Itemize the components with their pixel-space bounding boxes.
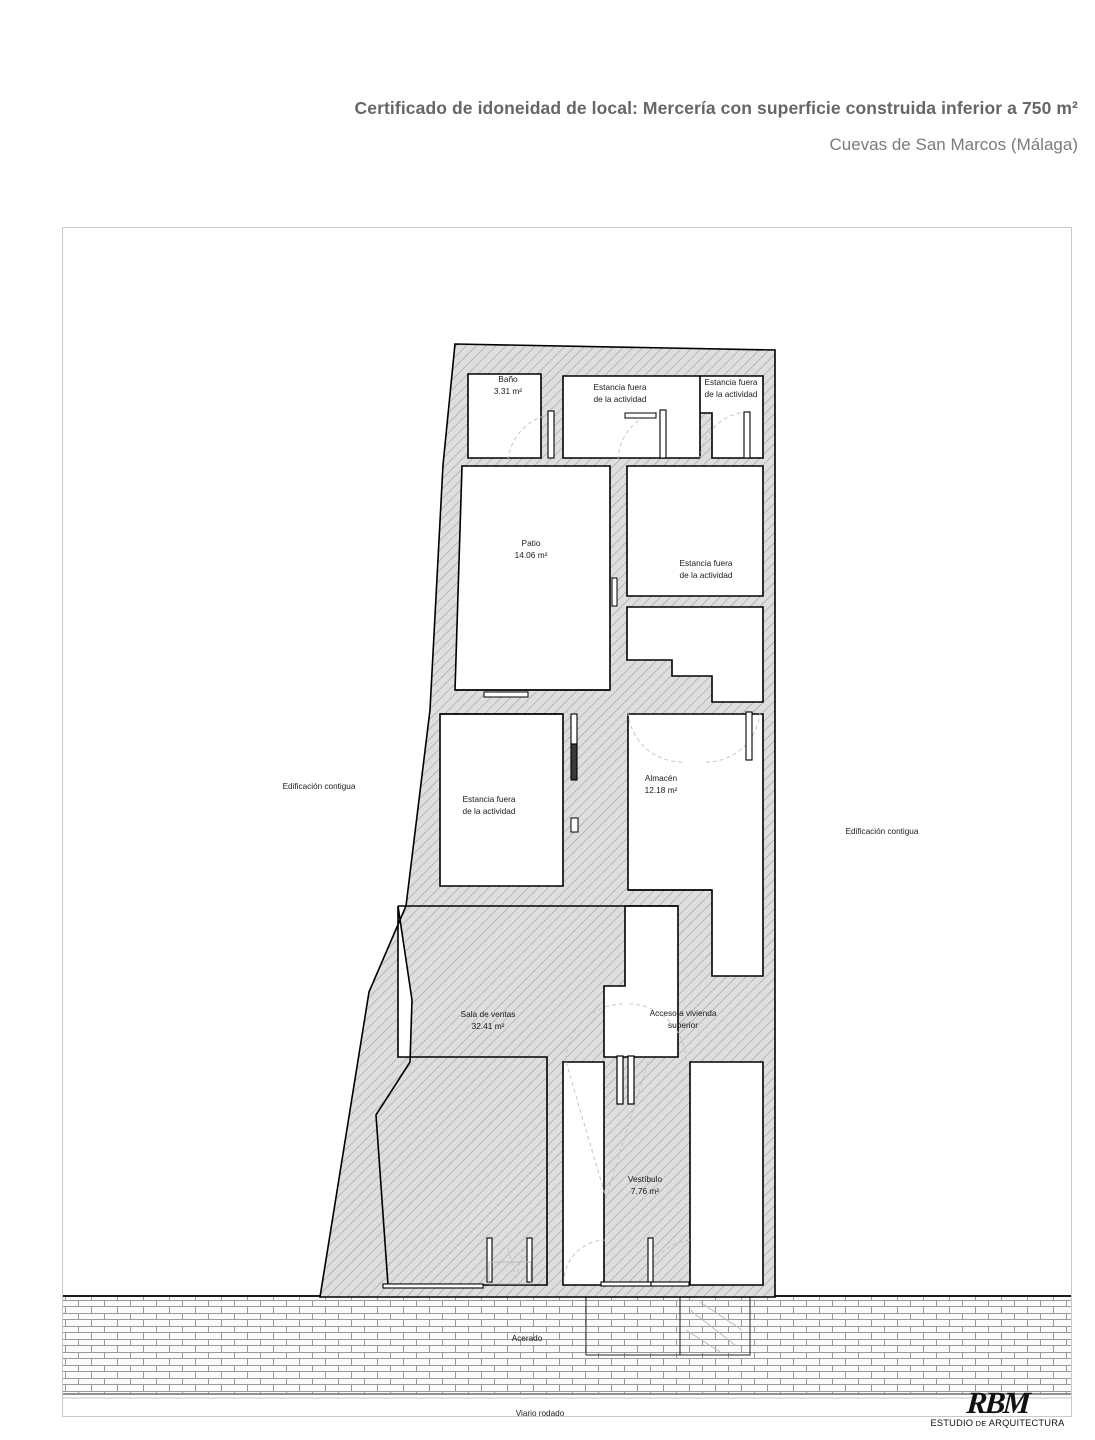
room-name-line1: Estancia fuera	[593, 382, 646, 392]
context-label-roadway: Viario rodado	[516, 1409, 565, 1418]
sidewalk-band	[63, 1295, 1071, 1399]
room-name-line1: Acceso a vivienda	[650, 1008, 717, 1018]
room-labels: Baño 3.31 m² Estancia fuera de la activi…	[461, 374, 758, 1196]
internal-partitions	[398, 689, 712, 907]
door-leaves	[382, 409, 753, 1289]
page-title: Certificado de idoneidad de local: Merce…	[354, 98, 1078, 118]
room-name-line1: Estancia fuera	[704, 377, 757, 387]
room-name-line2: superior	[668, 1020, 698, 1030]
context-label-right-building: Edificación contigua	[846, 827, 919, 836]
logo-word-estudio: ESTUDIO	[930, 1418, 974, 1429]
room-area: 12.18 m²	[645, 785, 678, 795]
room-label-almacen: Almacén 12.18 m²	[645, 773, 678, 795]
page-subtitle: Cuevas de San Marcos (Málaga)	[829, 134, 1078, 154]
room-label-estancia-2: Estancia fuera de la actividad	[704, 377, 757, 399]
room-name: Vestíbulo	[628, 1174, 663, 1184]
room-name: Baño	[498, 374, 518, 384]
room-area: 14.06 m²	[515, 550, 548, 560]
room-area: 32.41 m²	[472, 1021, 505, 1031]
room-label-estancia-1: Estancia fuera de la actividad	[593, 382, 646, 404]
context-labels: Edificación contigua Edificación contigu…	[283, 782, 919, 1418]
room-label-acceso-vivienda: Acceso a vivienda superior	[650, 1008, 717, 1030]
room-name-line1: Estancia fuera	[462, 794, 515, 804]
logo-word-arquitectura: ARQUITECTURA	[988, 1418, 1065, 1429]
room-name: Almacén	[645, 773, 678, 783]
room-name: Patio	[522, 538, 541, 548]
logo-subtitle: ESTUDIO DE ARQUITECTURA	[925, 1418, 1070, 1428]
room-name-line1: Estancia fuera	[679, 558, 732, 568]
room-area: 3.31 m²	[494, 386, 522, 396]
context-label-left-building: Edificación contigua	[283, 782, 356, 791]
title-block: Certificado de idoneidad de local: Merce…	[0, 98, 1078, 155]
room-label-bano: Baño 3.31 m²	[494, 374, 522, 396]
context-label-sidewalk: Acerado	[512, 1334, 543, 1343]
room-name-line2: de la actividad	[679, 570, 732, 580]
room-label-vestibulo: Vestíbulo 7.76 m²	[628, 1174, 663, 1196]
door-swing-arcs	[507, 410, 761, 1285]
room-name-line2: de la actividad	[462, 806, 515, 816]
room-label-estancia-4: Estancia fuera de la actividad	[462, 794, 515, 816]
room-area: 7.76 m²	[631, 1186, 659, 1196]
room-name-line2: de la actividad	[704, 389, 757, 399]
logo-word-de: DE	[973, 1419, 989, 1429]
room-name: Sala de ventas	[461, 1009, 516, 1019]
room-label-estancia-3: Estancia fuera de la actividad	[679, 558, 732, 580]
room-label-patio: Patio 14.06 m²	[515, 538, 548, 560]
room-label-sala-ventas: Sala de ventas 32.41 m²	[461, 1009, 516, 1031]
building-walls	[319, 343, 776, 1298]
studio-logo: RBM ESTUDIO DE ARQUITECTURA	[925, 1385, 1070, 1428]
room-name-line2: de la actividad	[593, 394, 646, 404]
logo-mark-rbm: RBM	[965, 1385, 1030, 1420]
